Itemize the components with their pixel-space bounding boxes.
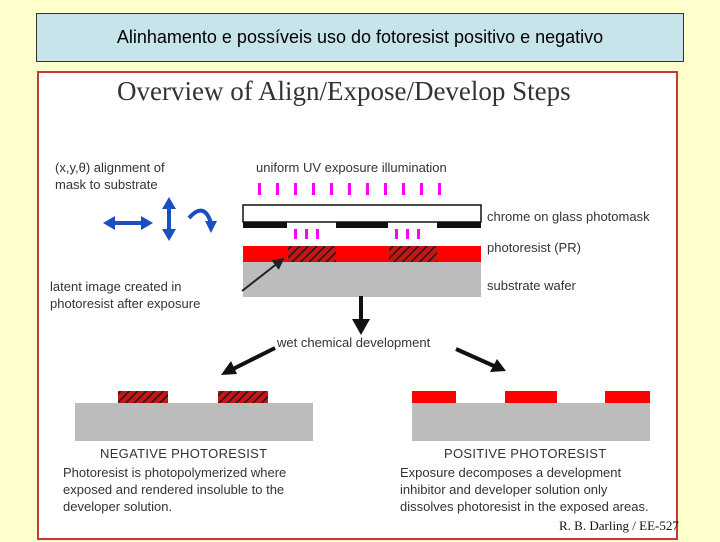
positive-title: POSITIVE PHOTORESIST (444, 446, 607, 461)
arrow-to-positive (455, 347, 506, 372)
positive-desc-line2: inhibitor and developer solution only (400, 482, 608, 497)
positive-result (412, 391, 650, 441)
positive-desc-line3: dissolves photoresist in the exposed are… (400, 499, 649, 514)
up-down-arrow-icon (162, 197, 176, 241)
negative-result (75, 391, 313, 441)
photoresist-label: photoresist (PR) (487, 240, 581, 255)
substrate-label: substrate wafer (487, 278, 576, 293)
arrow-to-negative (221, 346, 276, 375)
negative-desc-line1: Photoresist is photopolymerized where (63, 465, 287, 480)
process-diagram (75, 183, 650, 441)
uv-label: uniform UV exposure illumination (256, 160, 447, 175)
development-label: wet chemical development (277, 335, 431, 350)
left-right-arrow-icon (103, 216, 153, 230)
latent-image-right (389, 246, 437, 262)
diagram-panel: Overview of Align/Expose/Develop Steps (… (37, 71, 679, 540)
latent-label-line2: photoresist after exposure (50, 296, 201, 311)
rotation-arrow-icon (187, 208, 217, 233)
photoresist-layer (243, 246, 481, 262)
latent-image-left (288, 246, 336, 262)
slide-title: Alinhamento e possíveis uso do fotoresis… (36, 13, 684, 62)
substrate-wafer (243, 262, 481, 297)
latent-image-pointer (241, 257, 285, 292)
credit: R. B. Darling / EE-527 (559, 518, 679, 533)
photomask (242, 204, 482, 228)
latent-label-line1: latent image created in (50, 279, 182, 294)
negative-desc-line2: exposed and rendered insoluble to the (63, 482, 285, 497)
photomask-label: chrome on glass photomask (487, 209, 650, 224)
diagram-heading: Overview of Align/Expose/Develop Steps (117, 76, 571, 106)
uv-illumination-arrows (258, 183, 441, 239)
positive-desc-line1: Exposure decomposes a development (400, 465, 622, 480)
alignment-label-line1: (x,y,θ) alignment of (55, 160, 165, 175)
alignment-label-line2: mask to substrate (55, 177, 158, 192)
negative-title: NEGATIVE PHOTORESIST (100, 446, 268, 461)
negative-desc-line3: developer solution. (63, 499, 173, 514)
down-arrow-icon (352, 296, 370, 335)
